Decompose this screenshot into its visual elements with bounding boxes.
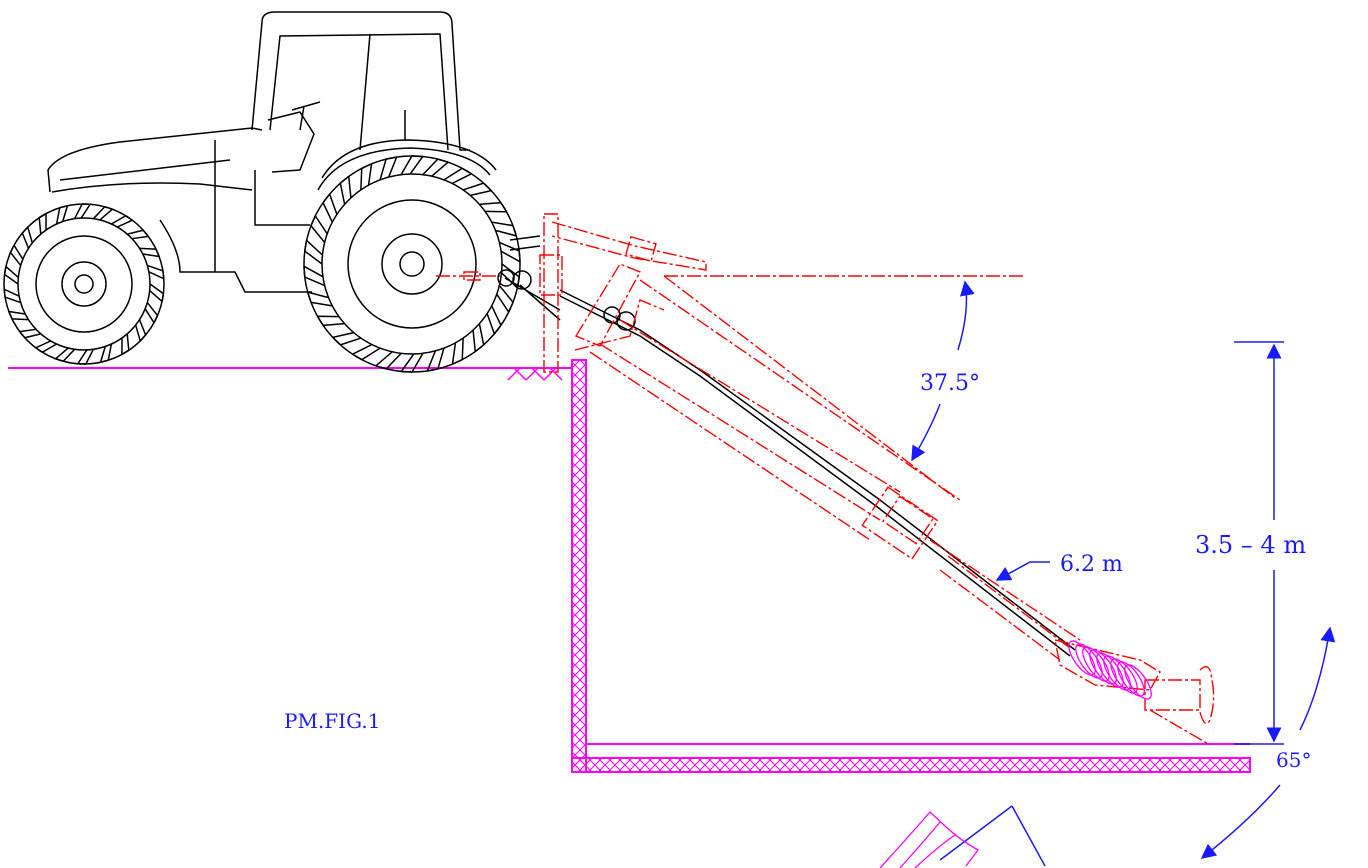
- tire-lug: [339, 175, 352, 205]
- tire-lug: [38, 212, 47, 235]
- arm-length-label: 6.2 m: [1060, 552, 1123, 577]
- tire-lug: [462, 182, 493, 197]
- tractor: [3, 11, 1076, 657]
- tire-lug: [111, 214, 134, 228]
- tire-lug: [306, 291, 333, 307]
- hitch-mast: [543, 213, 559, 373]
- rear-fender: [317, 147, 491, 191]
- hose-coil: [1075, 643, 1103, 679]
- tractor-seat: [267, 111, 315, 173]
- tractor-body: [159, 219, 312, 293]
- angle-arc-65-lower: [1200, 784, 1281, 859]
- tire-lug: [127, 229, 150, 240]
- dimensions: [911, 280, 1336, 867]
- arm-angle-label: 37.5°: [920, 371, 980, 396]
- hose-coil: [1124, 664, 1152, 700]
- tire-lug: [451, 338, 464, 365]
- angle-reference: [663, 275, 956, 499]
- tire-lug: [375, 351, 402, 370]
- tire-lug: [310, 215, 328, 243]
- tire-lug: [3, 288, 21, 304]
- figure-caption: PM.FIG.1: [284, 709, 380, 733]
- arm-assembly: [436, 213, 1215, 746]
- tire-lug: [34, 340, 57, 354]
- tire-lug: [360, 163, 373, 190]
- tire-lug: [73, 203, 91, 220]
- tire-lug: [55, 204, 69, 225]
- lower-boom: [929, 539, 1081, 661]
- tire-lug: [134, 319, 147, 342]
- tire-lug: [400, 352, 424, 373]
- tire-lug: [144, 302, 159, 324]
- tire-lug: [21, 226, 34, 249]
- pit-wall: [571, 359, 587, 773]
- hitch-link: [504, 235, 561, 321]
- tire-lug: [304, 239, 323, 265]
- pto-shaft: [559, 289, 1076, 651]
- tire-lug: [9, 244, 24, 266]
- tractor-cab: [251, 11, 470, 151]
- tire-lug: [426, 347, 445, 372]
- tire-lug: [316, 315, 345, 327]
- pit-depth-label: 3.5 – 4 m: [1195, 531, 1306, 559]
- tire-lug: [8, 310, 29, 321]
- boom-joint: [861, 486, 939, 560]
- flex-hose: [1068, 640, 1152, 700]
- hose-coil: [1068, 640, 1096, 676]
- tire-lug: [322, 193, 338, 223]
- pivot-bracket: [574, 263, 641, 347]
- tire-lug: [54, 347, 76, 363]
- tire-lug: [379, 156, 398, 181]
- pit-inner-outline: [585, 360, 1250, 745]
- tire-lug: [139, 247, 160, 258]
- tire-lug: [496, 285, 514, 313]
- tractor-hood: [47, 127, 263, 193]
- tire-lug: [303, 265, 325, 287]
- head-angle-label: 65°: [1276, 748, 1311, 772]
- tire-lug: [479, 201, 508, 213]
- hose-coil: [1117, 661, 1145, 697]
- tire-lug: [422, 158, 449, 177]
- tire-lug: [491, 221, 518, 237]
- tire-lug: [499, 241, 521, 263]
- tire-lug: [486, 305, 502, 335]
- tire-lug: [77, 348, 95, 365]
- tire-lug: [351, 343, 381, 361]
- tire-lug: [472, 323, 485, 353]
- length-leader: [995, 561, 1050, 581]
- tire-lug: [331, 331, 362, 346]
- rear-wheel: [303, 155, 521, 373]
- cutter-subview: [879, 811, 979, 868]
- tire-lug: [149, 283, 165, 303]
- tire-lug: [99, 343, 113, 364]
- angle-arc-37: [957, 280, 975, 351]
- tire-lug: [400, 155, 424, 176]
- steering-wheel: [291, 101, 321, 131]
- ground-and-pit: [8, 359, 1251, 773]
- cutter-head: [1054, 639, 1161, 691]
- ground-hatch: [507, 367, 563, 381]
- hose-coil: [1110, 658, 1138, 694]
- tire-lug: [443, 167, 473, 185]
- front-wheel: [3, 203, 165, 365]
- tire-lug: [147, 264, 165, 280]
- tire-lug: [3, 265, 19, 285]
- tire-lug: [18, 328, 41, 339]
- tire-lug: [121, 333, 130, 356]
- main-boom: [589, 279, 961, 541]
- upper-link: [551, 221, 707, 271]
- tire-lug: [92, 205, 114, 221]
- pit-floor: [571, 757, 1251, 773]
- angle-arc-65-upper: [1299, 626, 1336, 731]
